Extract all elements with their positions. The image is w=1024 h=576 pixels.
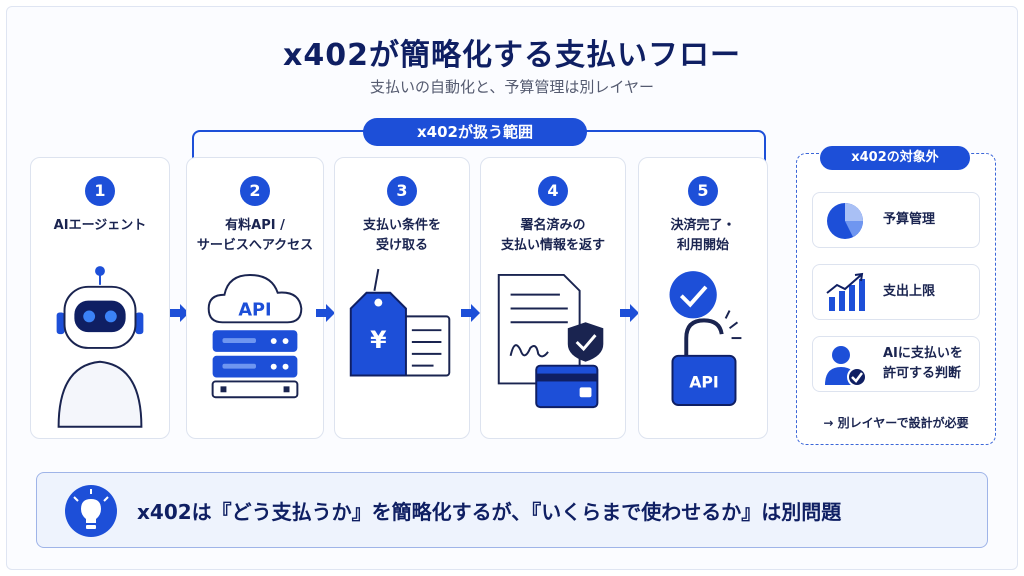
arrow-right-icon bbox=[461, 304, 480, 322]
step-number: 5 bbox=[688, 176, 718, 206]
out-of-scope-item-budget: 予算管理 bbox=[812, 192, 980, 248]
page-subtitle: 支払いの自動化と、予算管理は別レイヤー bbox=[370, 78, 654, 96]
api-lock-badge: API bbox=[689, 372, 719, 391]
pie-chart-icon bbox=[827, 203, 863, 239]
api-badge: API bbox=[238, 300, 271, 320]
step-number: 2 bbox=[240, 176, 270, 206]
page-title: x402が簡略化する支払いフロー bbox=[283, 38, 741, 73]
step-number: 3 bbox=[387, 176, 417, 206]
out-of-scope-item-label: 予算管理 bbox=[883, 212, 936, 227]
signed-document-icon bbox=[497, 273, 604, 409]
summary-text: x402は『どう支払うか』を簡略化するが、『いくらまで使わせるか』は別問題 bbox=[137, 499, 842, 524]
arrow-right-icon bbox=[620, 304, 639, 322]
bar-chart-icon bbox=[826, 272, 865, 311]
price-tag-icon: ¥ bbox=[349, 268, 451, 377]
arrow-right-icon bbox=[170, 304, 189, 322]
out-of-scope-label: x402の対象外 bbox=[820, 146, 970, 170]
step-label: 署名済みの支払い情報を返す bbox=[500, 218, 605, 253]
scope-label: x402が扱う範囲 bbox=[363, 118, 587, 146]
step-card-2: 2 有料API /サービスへアクセス API bbox=[186, 157, 324, 439]
out-of-scope-item-approval: AIに支払いを許可する判断 bbox=[812, 336, 980, 392]
unlocked-api-icon: API bbox=[669, 271, 742, 407]
robot-icon bbox=[56, 266, 144, 428]
out-of-scope-note: → 別レイヤーで設計が必要 bbox=[823, 416, 969, 430]
yen-badge: ¥ bbox=[370, 326, 387, 354]
out-of-scope-item-label: AIに支払いを許可する判断 bbox=[883, 346, 963, 381]
step-card-1: 1 AIエージェント bbox=[30, 157, 170, 439]
api-server-icon: API bbox=[207, 274, 303, 399]
out-of-scope-item-label: 支出上限 bbox=[883, 284, 936, 299]
step-number: 4 bbox=[538, 176, 568, 206]
lightbulb-icon bbox=[65, 485, 117, 537]
summary-banner: x402は『どう支払うか』を簡略化するが、『いくらまで使わせるか』は別問題 bbox=[36, 472, 988, 548]
step-card-5: 5 決済完了・利用開始 API bbox=[638, 157, 768, 439]
step-label: 支払い条件を受け取る bbox=[362, 218, 441, 253]
step-label: 有料API /サービスへアクセス bbox=[196, 218, 314, 253]
step-card-4: 4 署名済みの支払い情報を返す bbox=[480, 157, 626, 439]
out-of-scope-item-limit: 支出上限 bbox=[812, 264, 980, 320]
step-number: 1 bbox=[85, 176, 115, 206]
step-label: 決済完了・利用開始 bbox=[670, 218, 736, 253]
step-label: AIエージェント bbox=[53, 218, 147, 233]
arrow-right-icon bbox=[316, 304, 335, 322]
user-check-icon bbox=[825, 346, 867, 387]
step-card-3: 3 支払い条件を受け取る ¥ bbox=[334, 157, 470, 439]
